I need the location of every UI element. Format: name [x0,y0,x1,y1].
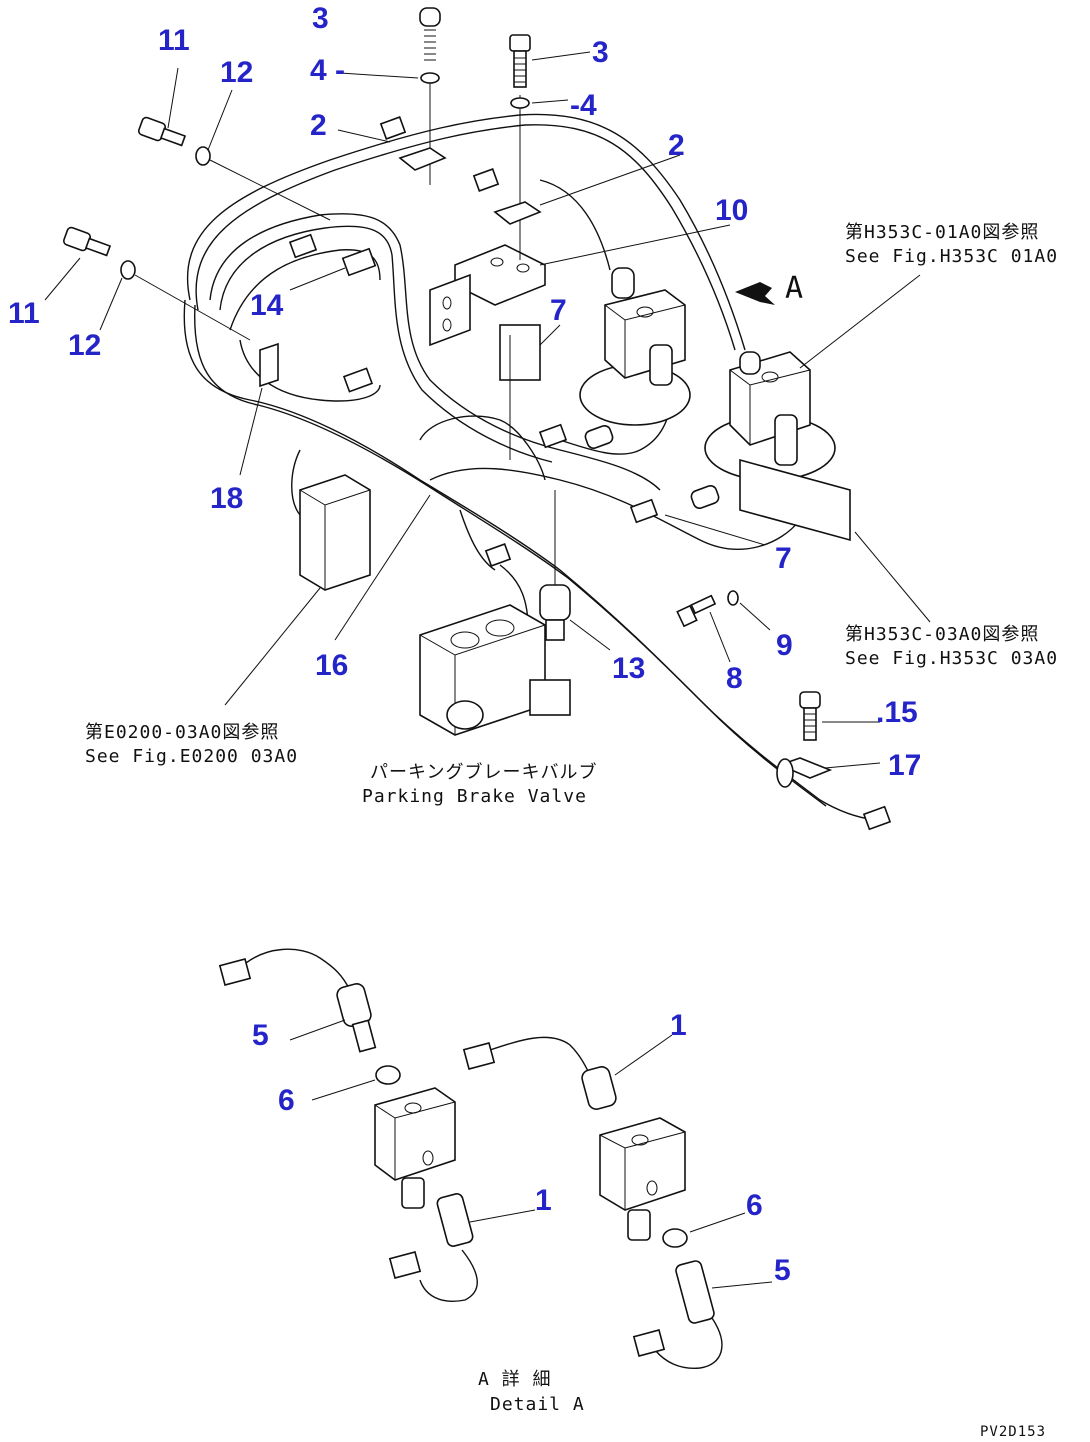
bolt-3-right [509,34,531,88]
washer-4-left [420,72,440,84]
clamp-17 [777,757,833,779]
callout-7: 7 [550,294,567,327]
reference-labels: 第H353C-01A0図参照 See Fig.H353C 01A0 第H353C… [85,222,1058,1440]
connector-2-mid [472,168,500,192]
callout-6: 6 [278,1084,295,1117]
callout-14: 14 [250,289,284,322]
connector-plug-a [584,424,614,450]
ref-fig-h353c-01a0-en: See Fig.H353C 01A0 [845,246,1058,267]
callout-3: 3 [312,2,329,35]
callout-2: 2 [668,129,685,162]
callout-2: 2 [310,109,327,142]
washer-4-right [510,97,530,109]
view-a-arrow-icon [735,282,775,305]
callout-11: 11 [158,24,190,57]
harness-connectors [288,116,892,831]
drawing-code: PV2D153 [980,1424,1046,1440]
clamp-18 [259,342,279,388]
ref-fig-h353c-03a0-jp: 第H353C-03A0図参照 [845,624,1039,645]
pressure-switch-13 [539,584,571,641]
bolt-3-left [419,7,441,61]
o-ring-6-left [375,1065,401,1085]
connector-7b [629,498,659,524]
callout-6: 6 [746,1189,763,1222]
callout-18: 18 [210,482,243,515]
solenoid-valve-right [704,351,851,542]
relay-16 [299,474,371,591]
callout-4: 4 - [310,54,345,87]
parking-brake-valve-label-jp: パーキングブレーキバルブ [370,761,597,783]
connector-14 [341,247,377,277]
callout-15: .15 [876,696,918,729]
connector-7a [538,423,568,449]
bolt-8 [676,594,717,628]
grommet-17 [776,758,794,788]
ref-fig-e0200-03a0-jp: 第E0200-03A0図参照 [85,722,279,743]
bolt-11-lower [62,226,112,257]
callout-11: 11 [8,297,40,330]
detail-a [218,948,773,1369]
leader-lines [44,51,931,769]
callout-12: 12 [68,329,101,362]
callout-5: 5 [252,1019,269,1052]
connector-17 [862,805,892,831]
detail-a-label-jp: A 詳 細 [478,1369,552,1390]
callout-numbers: 3 4 - 2 3 -4 2 10 11 12 11 12 14 7 7 18 … [8,2,921,1287]
ref-fig-h353c-01a0-jp: 第H353C-01A0図参照 [845,222,1039,243]
ref-fig-h353c-03a0-en: See Fig.H353C 03A0 [845,648,1058,669]
bracket-10 [429,75,546,347]
callout-3: 3 [592,36,609,69]
callout-8: 8 [726,662,743,695]
o-ring-6-right [662,1228,688,1248]
bolt-15 [799,691,821,741]
clamp-2-right [493,201,542,225]
connector-16 [484,543,512,567]
connector-2-top [379,116,407,140]
parking-brake-valve-label-en: Parking Brake Valve [362,786,587,807]
callout-1: 1 [535,1184,552,1217]
callout-16: 16 [315,649,348,682]
callout-10: 10 [715,194,748,227]
callout-1: 1 [670,1009,687,1042]
callout-17: 17 [888,749,921,782]
clamp-2-left [398,147,447,171]
washer-9 [727,590,739,606]
bolt-11-upper [137,116,187,147]
view-a-label: A [785,271,804,306]
washer-12-lower [120,260,136,280]
ref-fig-e0200-03a0-en: See Fig.E0200 03A0 [85,746,298,767]
connector-left-b [342,367,374,393]
detail-a-label-en: Detail A [490,1394,585,1415]
parking-brake-valve [419,604,571,736]
callout-4: -4 [570,89,597,122]
washer-12-upper [195,146,211,166]
connector-plug-b [690,484,720,510]
callout-9: 9 [776,629,793,662]
callout-5: 5 [774,1254,791,1287]
callout-12: 12 [220,56,253,89]
bracket-7-plate [499,324,541,381]
callout-7: 7 [775,542,792,575]
callout-13: 13 [612,652,645,685]
connector-left-a [288,233,318,259]
solenoid-valve-left [579,267,691,426]
